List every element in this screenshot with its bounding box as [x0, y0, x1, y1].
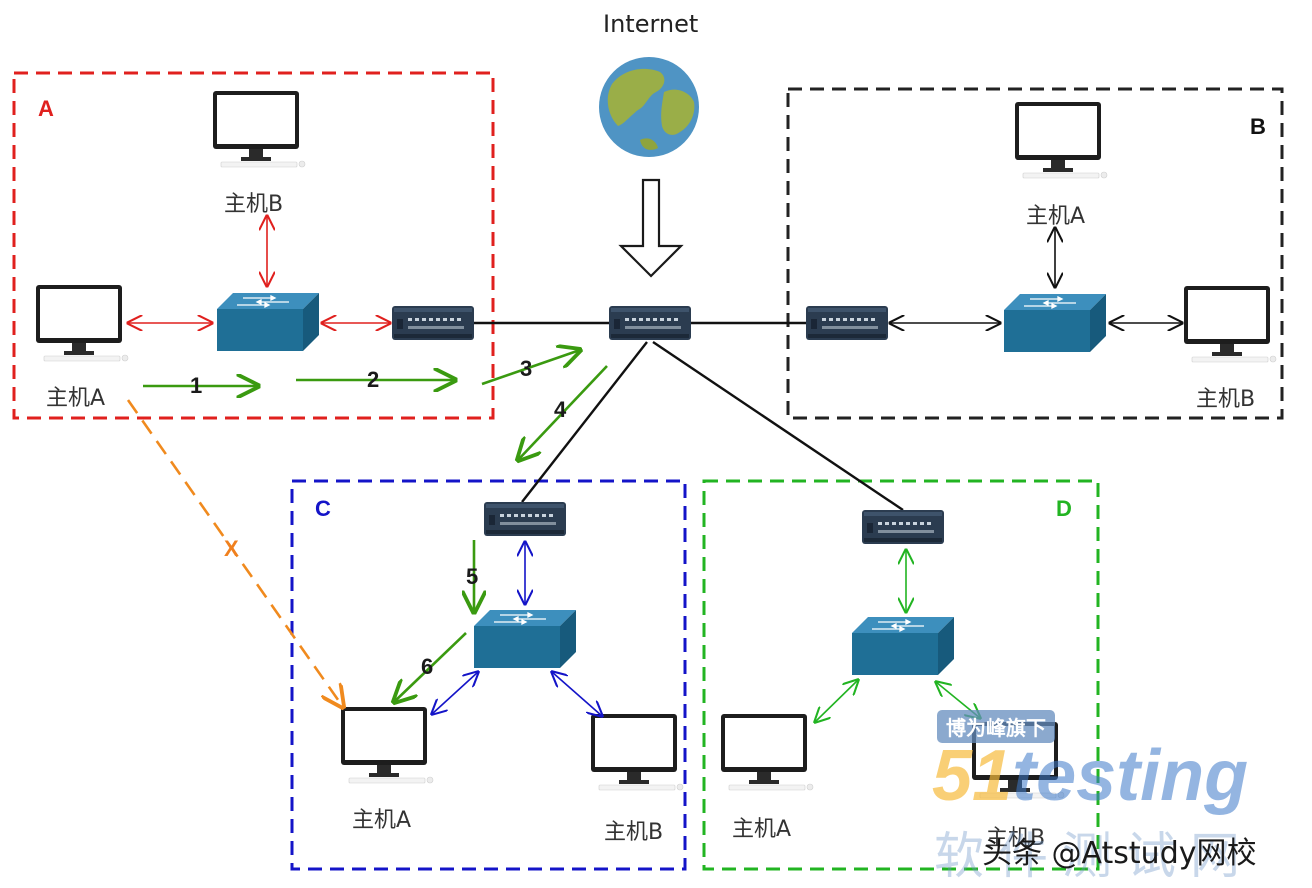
zone-a-router-icon	[392, 306, 474, 340]
zone-c-switch-icon	[473, 609, 577, 669]
zone-d-router-icon	[862, 510, 944, 544]
zone-a-host-a-monitor-icon	[35, 284, 129, 362]
step-4-label: 4	[554, 397, 567, 422]
zone-d-switch-icon	[851, 616, 955, 676]
zone-d-border	[702, 479, 1100, 871]
zone-a-switch-icon	[216, 292, 320, 352]
zone-b-router-icon	[806, 306, 888, 340]
zone-d-host-a-label: 主机A	[732, 817, 792, 842]
watermark-credit: 头条 @Atstudy网校	[982, 836, 1257, 871]
watermark-badge: 博为峰旗下	[937, 710, 1055, 743]
zone-c-router-icon	[484, 502, 566, 536]
zone-a-links	[128, 216, 390, 323]
zone-b-border	[786, 87, 1284, 420]
step-6-label: 6	[421, 654, 434, 679]
zone-a-letter: A	[38, 96, 54, 121]
zone-d-letter: D	[1056, 496, 1072, 521]
zone-a-border	[12, 71, 495, 420]
zone-d-host-a-monitor-icon	[720, 713, 814, 791]
zone-d-host-b-label: 主机B	[986, 826, 1046, 851]
zone-b-host-a-label: 主机A	[1026, 204, 1086, 229]
core-router-icon	[609, 306, 691, 340]
zone-b-host-b-monitor-icon	[1183, 285, 1277, 363]
watermark-logo-51: 51	[932, 736, 1013, 816]
zone-b-letter: B	[1250, 114, 1266, 139]
zone-b-switch-icon	[1003, 293, 1107, 353]
step-2-label: 2	[367, 367, 380, 392]
watermark-sub: 软件测试网	[934, 827, 1254, 885]
blocked-direct-path	[126, 399, 343, 707]
zone-c-host-a-label: 主机A	[352, 808, 412, 833]
backbone-links	[474, 321, 904, 511]
step-1-label: 1	[190, 373, 203, 398]
zone-c-links	[432, 542, 602, 716]
zone-c-host-a-monitor-icon	[340, 706, 434, 784]
zone-b-host-a-monitor-icon	[1014, 101, 1108, 179]
zone-c-host-b-monitor-icon	[590, 713, 684, 791]
internet-down-arrow-icon	[618, 178, 684, 278]
zone-a-host-a-label: 主机A	[46, 386, 106, 411]
watermark-logo: 51testing	[932, 736, 1248, 816]
step-3-label: 3	[520, 356, 533, 381]
zone-c-border	[290, 479, 687, 871]
blocked-x-label: X	[224, 536, 239, 561]
zone-c-host-b-label: 主机B	[604, 820, 664, 845]
internet-label: Internet	[603, 10, 699, 38]
zone-a-host-b-monitor-icon	[212, 90, 306, 168]
zone-c-letter: C	[315, 496, 331, 521]
packet-flow-path	[143, 350, 608, 702]
zone-b-links	[890, 228, 1182, 323]
internet-globe-icon	[599, 57, 699, 157]
zone-a-host-b-label: 主机B	[224, 192, 284, 217]
watermark-logo-testing: testing	[1012, 736, 1249, 816]
step-5-label: 5	[466, 564, 479, 589]
zone-b-host-b-label: 主机B	[1196, 387, 1256, 412]
